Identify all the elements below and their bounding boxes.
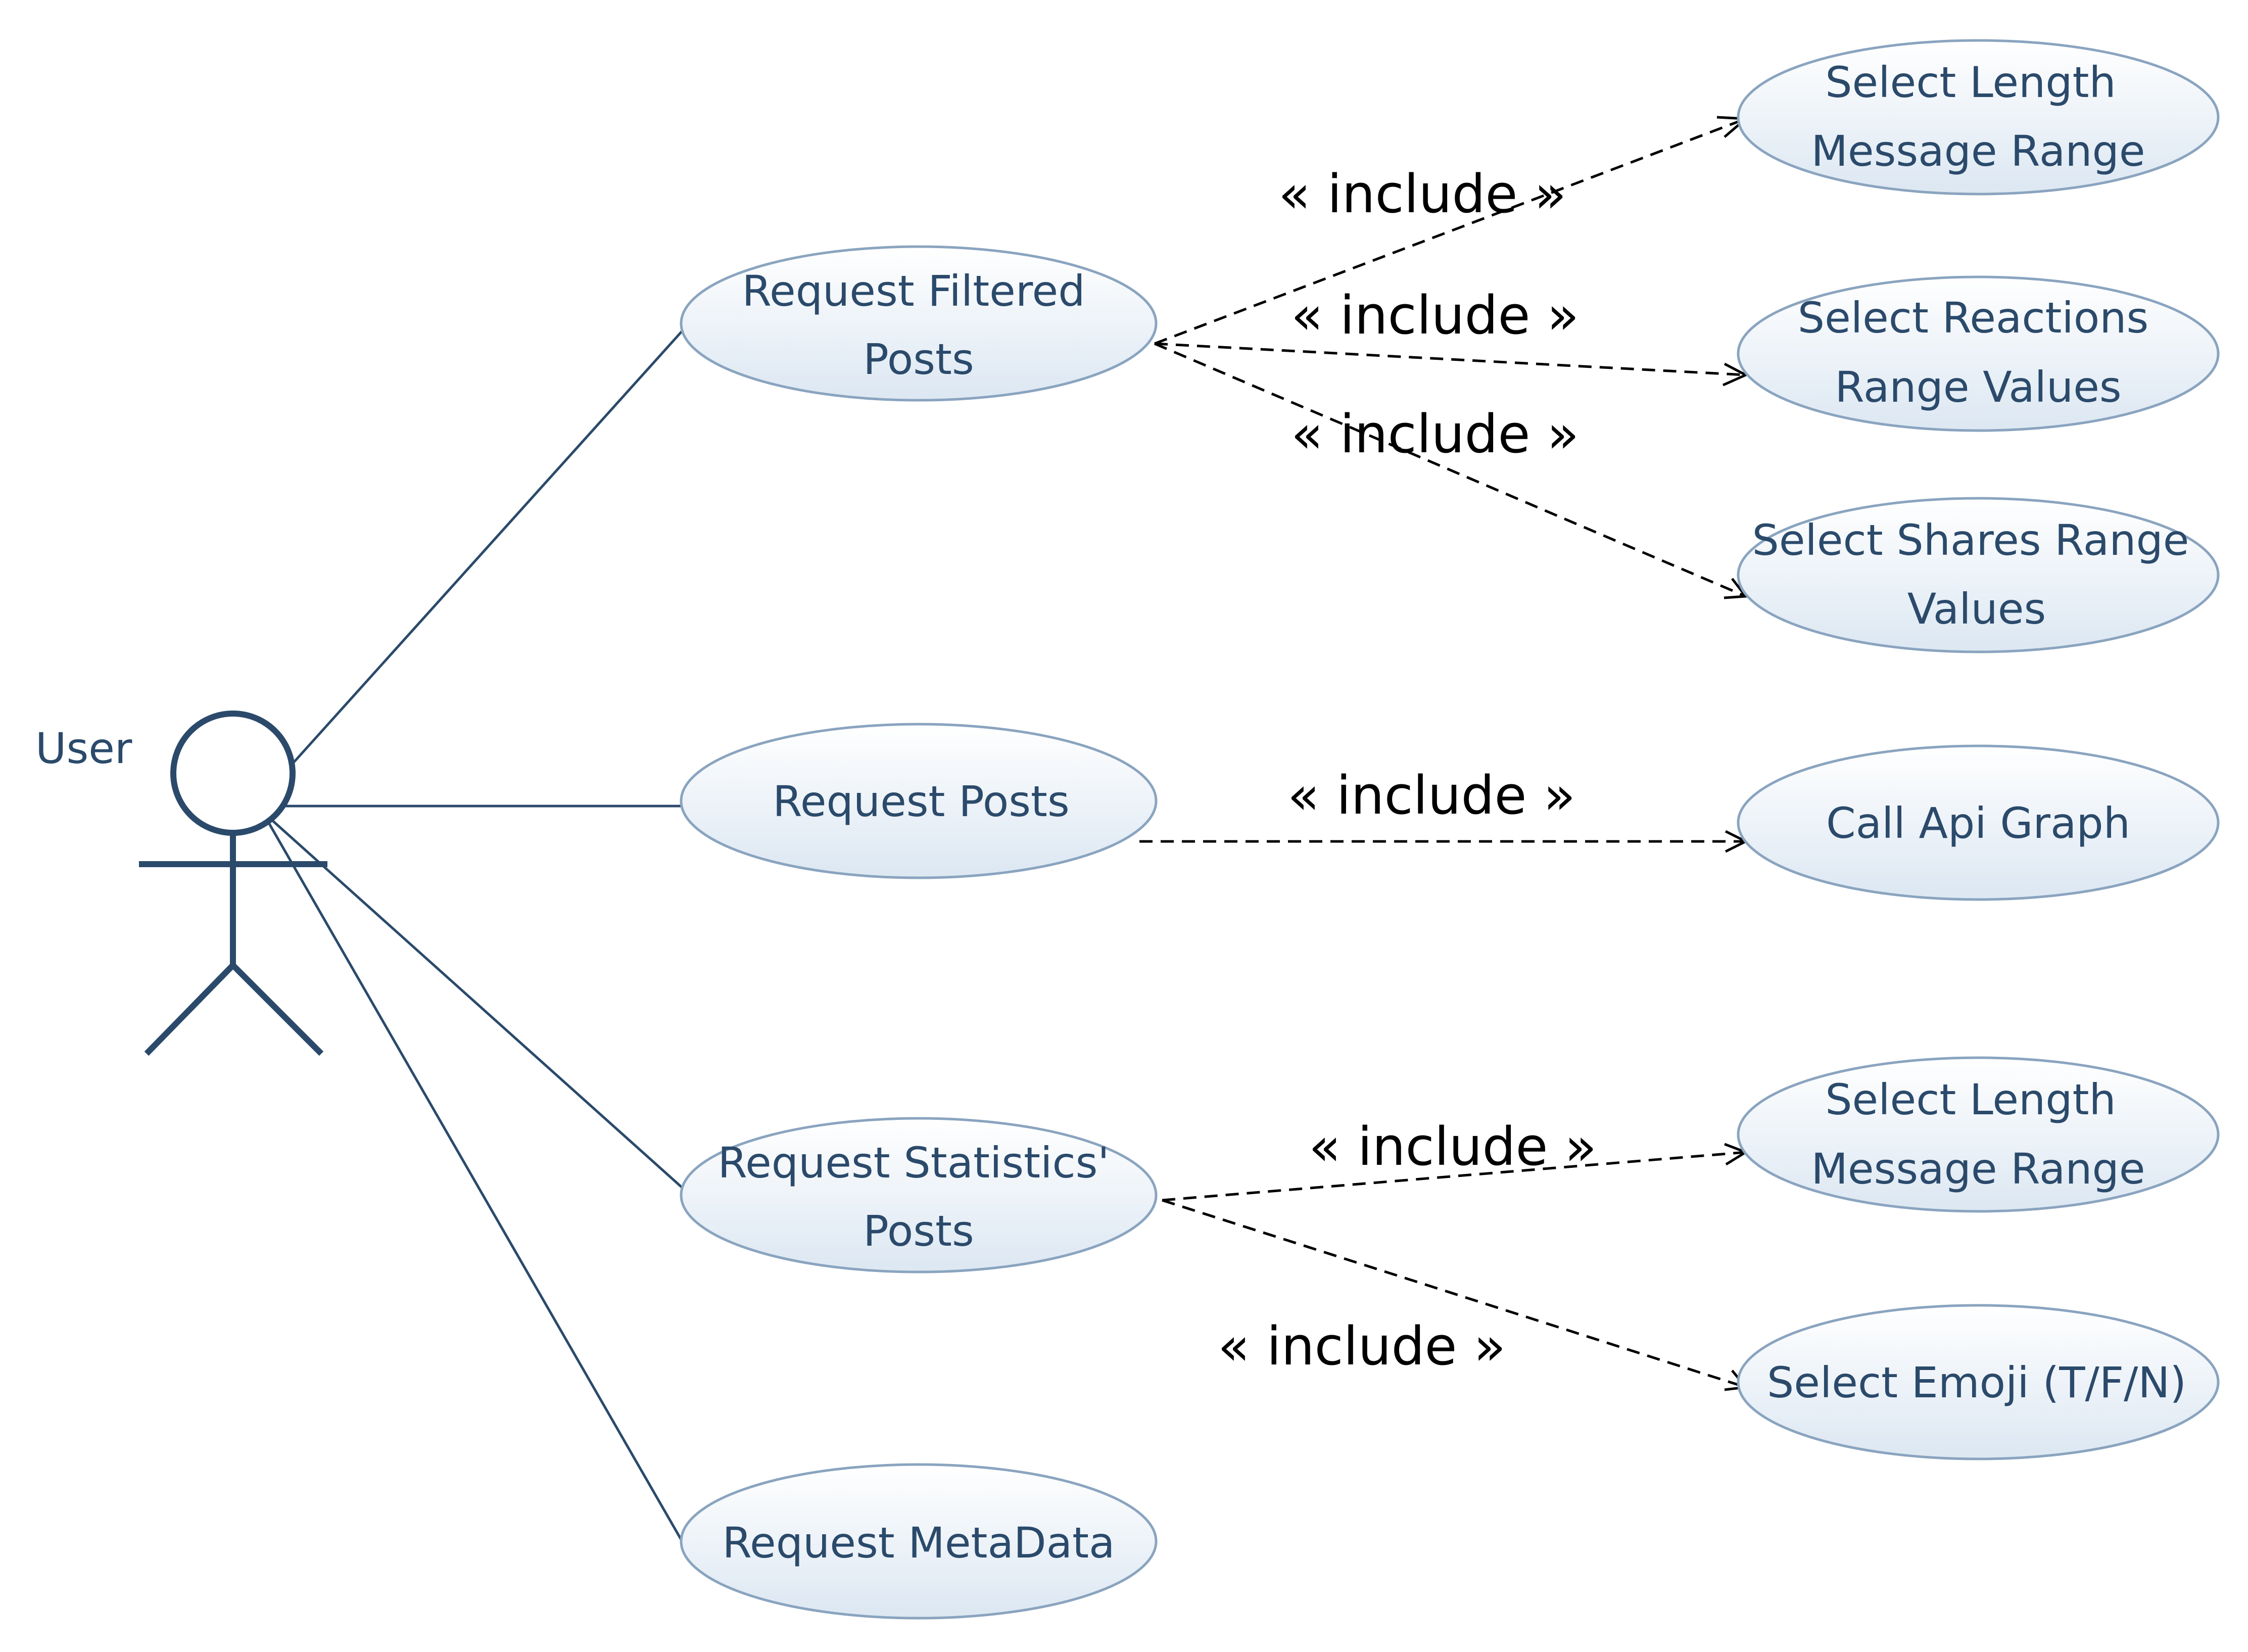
use-case-request-posts: Request Posts <box>680 723 1158 879</box>
use-case-ellipse <box>1737 1304 2220 1460</box>
use-case-label-line-2: Posts <box>863 1206 974 1256</box>
use-case-select-reactions-range-values: Select Reactions Range Values <box>1737 275 2220 432</box>
use-case-label: Request Posts <box>773 777 1069 826</box>
use-case-call-api-graph: Call Api Graph <box>1737 744 2220 901</box>
include-label-6: « include » <box>1218 1315 1506 1377</box>
actor-user: User <box>35 711 327 1056</box>
include-dependencies: « include » « include » « include » « in… <box>1139 116 1749 1391</box>
use-case-ellipse <box>1737 1056 2220 1213</box>
use-case-label: Select Emoji (T/F/N) <box>1767 1358 2186 1407</box>
use-case-label-line-2: Range Values <box>1835 362 2121 412</box>
include-label-1: « include » <box>1278 163 1566 225</box>
use-case-label-line-1: Select Reactions <box>1798 293 2148 343</box>
actor-head <box>170 711 296 836</box>
actor-right-leg <box>230 963 324 1056</box>
use-case-ellipse <box>680 723 1158 879</box>
actor-label: User <box>35 724 132 773</box>
associations <box>266 330 684 1542</box>
include-label-3: « include » <box>1291 403 1579 465</box>
include-arrowhead-2 <box>1722 362 1749 387</box>
use-case-label-line-1: Select Shares Range <box>1752 515 2189 565</box>
use-case-request-metadata: Request MetaData <box>680 1463 1158 1620</box>
use-case-request-statistics-posts: Request Statistics' Posts <box>680 1117 1158 1273</box>
use-case-ellipse <box>680 245 1158 402</box>
use-case-request-filtered-posts: Request Filtered Posts <box>680 245 1158 402</box>
use-case-label-line-1: Select Length <box>1825 1075 2116 1124</box>
use-case-select-length-message-range-1: Select Length Message Range <box>1737 39 2220 196</box>
use-case-label: Call Api Graph <box>1826 798 2130 848</box>
include-line-6 <box>1162 1199 1746 1389</box>
use-case-ellipse <box>1737 275 2220 432</box>
include-label-4: « include » <box>1287 765 1575 826</box>
use-case-label-line-2: Message Range <box>1811 1144 2145 1194</box>
use-case-label-line-2: Posts <box>863 335 974 384</box>
use-case-select-shares-range-values: Select Shares Range Values <box>1737 497 2220 653</box>
include-line-3 <box>1154 342 1746 598</box>
include-arrowhead-3 <box>1724 578 1748 599</box>
use-case-label-line-1: Request Filtered <box>742 266 1085 316</box>
association-request-statistics-posts <box>269 818 683 1189</box>
include-label-5: « include » <box>1309 1116 1597 1177</box>
use-case-ellipse <box>1737 39 2220 196</box>
use-case-ellipse <box>1737 744 2220 901</box>
use-case-select-emoji: Select Emoji (T/F/N) <box>1737 1304 2220 1460</box>
use-case-label-line-2: Values <box>1907 584 2046 634</box>
include-label-2: « include » <box>1291 285 1579 346</box>
association-request-metadata <box>266 820 684 1542</box>
association-request-filtered-posts <box>292 330 683 764</box>
actor-left-leg <box>144 963 235 1056</box>
include-line-2 <box>1154 342 1746 376</box>
use-case-select-length-message-range-2: Select Length Message Range <box>1737 1056 2220 1213</box>
use-case-label-line-2: Message Range <box>1811 126 2145 176</box>
use-case-ellipse <box>680 1463 1158 1620</box>
use-case-ellipse <box>1737 497 2220 653</box>
include-line-5 <box>1162 1151 1746 1202</box>
use-case-label-line-1: Request Statistics' <box>718 1138 1110 1188</box>
use-case-ellipse <box>680 1117 1158 1273</box>
use-case-label: Request MetaData <box>722 1518 1115 1568</box>
use-case-label-line-1: Select Length <box>1825 58 2116 107</box>
